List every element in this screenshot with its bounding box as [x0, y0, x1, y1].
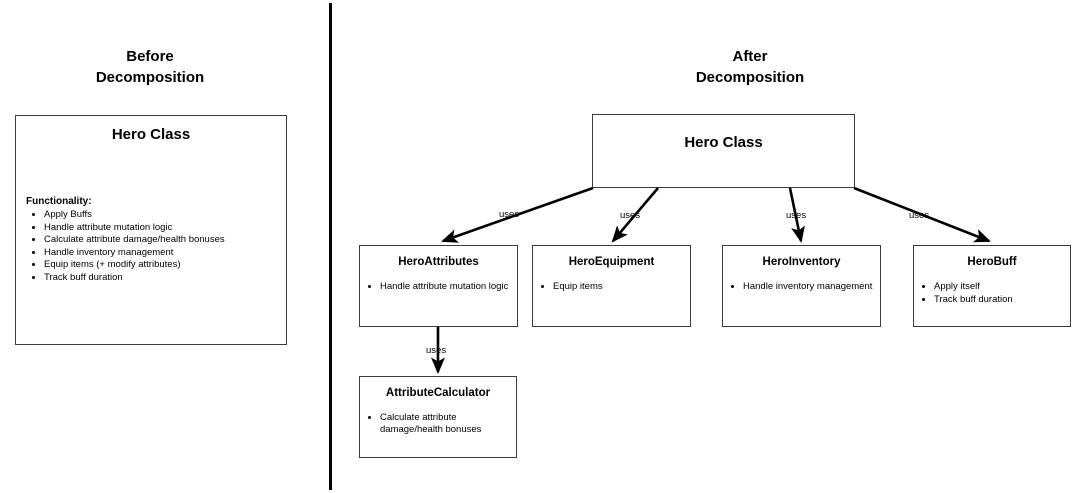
list-item: Apply Buffs [44, 209, 244, 221]
after-panel-header: After Decomposition [695, 48, 805, 86]
list-item: Track buff duration [44, 272, 244, 284]
list-item: Calculate attribute damage/health bonuse… [44, 234, 244, 246]
node-item-list: Handle inventory management [723, 281, 880, 293]
node-title: Hero Class [111, 126, 191, 143]
edge-label-uses: uses [620, 210, 641, 221]
list-item: Handle attribute mutation logic [44, 222, 244, 234]
edge-label-uses: uses [426, 345, 447, 356]
node-title: Hero Class [684, 134, 763, 151]
list-item: Handle inventory management [44, 247, 244, 259]
node-item-list: Apply itself Track buff duration [914, 281, 1070, 305]
panel-divider [329, 3, 332, 490]
node-item-list: Calculate attribute damage/health bonuse… [360, 412, 516, 435]
node-heroinventory: HeroInventory Handle inventory managemen… [722, 245, 881, 327]
list-item: Apply itself [934, 281, 1064, 293]
node-item-list: Equip items [533, 281, 690, 293]
node-hero-class-after: Hero Class [592, 114, 855, 188]
node-hero-class-before: Hero Class Functionality: Apply Buffs Ha… [15, 115, 287, 345]
functionality-label: Functionality: [26, 196, 92, 207]
node-title: HeroEquipment [568, 256, 655, 268]
node-title: AttributeCalculator [385, 387, 491, 399]
node-heroattributes: HeroAttributes Handle attribute mutation… [359, 245, 518, 327]
node-heroequipment: HeroEquipment Equip items [532, 245, 691, 327]
edge-label-uses: uses [909, 210, 930, 221]
list-item: Handle attribute mutation logic [380, 281, 511, 293]
list-item: Handle inventory management [743, 281, 874, 293]
functionality-list: Apply Buffs Handle attribute mutation lo… [22, 209, 250, 284]
edge-label-uses: uses [499, 209, 520, 220]
list-item: Calculate attribute damage/health bonuse… [380, 412, 510, 435]
node-title: HeroBuff [967, 256, 1017, 268]
list-item: Track buff duration [934, 294, 1064, 306]
list-item: Equip items [553, 281, 684, 293]
node-title: HeroAttributes [398, 256, 479, 268]
node-item-list: Handle attribute mutation logic [360, 281, 517, 293]
node-herobuff: HeroBuff Apply itself Track buff duratio… [913, 245, 1071, 327]
before-panel-header: Before Decomposition [95, 48, 205, 86]
node-attributecalculator: AttributeCalculator Calculate attribute … [359, 376, 517, 458]
node-title: HeroInventory [762, 256, 841, 268]
edge-label-uses: uses [786, 210, 807, 221]
list-item: Equip items (+ modify attributes) [44, 259, 244, 271]
